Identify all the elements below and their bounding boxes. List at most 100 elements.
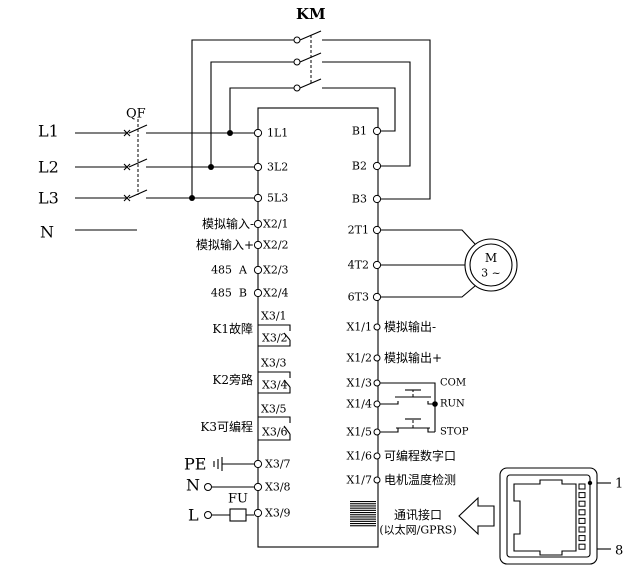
k1-fault-label: K1故障 [212, 321, 253, 336]
terminal-4t2 [372, 260, 382, 270]
rj45-pin [578, 517, 586, 524]
analog-input-plus-label: 模拟输入+ [196, 237, 254, 252]
port-stripe [350, 509, 376, 511]
terminal-x1-2 [373, 354, 381, 362]
pin-1-label: 1 [615, 477, 623, 492]
arrow-left-icon [458, 496, 495, 536]
rs485-a-label: 485 A [211, 264, 248, 277]
motor-phase: 3 ~ [481, 267, 501, 280]
junction-dot [227, 130, 233, 136]
port-stripe [350, 514, 376, 516]
rs485-b-label: 485 B [211, 287, 247, 300]
rj45-pin [578, 526, 586, 533]
terminal-x1-5 [373, 428, 381, 436]
terminal-x1-1 [373, 323, 381, 331]
km-contact-pivot [293, 58, 301, 66]
analog-output-plus-label: 模拟输出+ [384, 350, 442, 365]
k1-relay-contact [258, 324, 291, 347]
terminal-label: 1L1 [267, 127, 288, 140]
terminal-x1-6 [373, 452, 381, 460]
terminal-label: X3/7 [265, 458, 291, 471]
analog-output-minus-label: 模拟输出- [384, 319, 436, 334]
supply-label-n: N [40, 223, 54, 242]
terminal-label: X2/1 [263, 218, 289, 231]
motor-symbol: M [485, 251, 497, 265]
pin-8-label: 8 [615, 544, 623, 559]
km-l3-input-wire [191, 39, 294, 198]
supply-label-l1: L1 [38, 122, 59, 141]
motor-temperature-label: 电机温度检测 [384, 472, 456, 487]
terminal-label: X1/7 [346, 474, 372, 487]
terminal-label: X3/1 [261, 310, 287, 323]
contactor-label: KM [296, 5, 326, 23]
port-stripe [350, 505, 376, 507]
terminal-1l1 [253, 128, 263, 138]
programmable-digital-label: 可编程数字口 [384, 448, 456, 463]
junction-dot [208, 164, 214, 170]
rj45-connector-icon [499, 467, 598, 565]
port-stripe [350, 503, 376, 505]
terminal-label: 4T2 [348, 259, 369, 272]
terminal-x3-7 [253, 459, 263, 469]
communication-port-icon [350, 501, 376, 527]
fuse-label: FU [228, 492, 248, 507]
terminal-label: X3/2 [262, 332, 288, 345]
km-l1-input-wire [229, 87, 294, 133]
run-wire [380, 401, 436, 432]
aux-l-terminal [204, 511, 212, 519]
terminal-x3-9 [253, 508, 263, 518]
km-b2-output-wire [322, 61, 411, 167]
motor-wire-u [381, 229, 476, 245]
terminal-3l2 [253, 162, 263, 172]
terminal-label: X1/6 [346, 450, 372, 463]
terminal-x2-4 [253, 288, 263, 298]
k2-relay-contact [258, 371, 291, 394]
terminal-x2-2 [253, 240, 263, 250]
com-wire [380, 382, 436, 404]
supply-label-l3: L3 [38, 189, 59, 208]
junction-dot [189, 195, 195, 201]
right-terminal-circles [372, 126, 382, 484]
qf-trip-mark [123, 163, 131, 171]
ground-icon [213, 457, 254, 471]
terminal-label: X1/2 [346, 352, 372, 365]
rj45-inner-frame [506, 474, 591, 558]
left-terminal-circles [253, 128, 263, 518]
terminal-label: X1/1 [346, 321, 372, 334]
km-b3-output-wire [322, 39, 431, 200]
km-contact-blade [299, 78, 322, 89]
km-contact-pivot [293, 36, 301, 44]
rj45-pin [578, 483, 586, 490]
km-l2-input-wire [210, 61, 294, 167]
rj45-pin [578, 492, 586, 499]
rj45-pin [578, 535, 586, 542]
km-b1-output-wire [322, 87, 396, 132]
terminal-label: B2 [352, 160, 367, 173]
port-stripe [350, 520, 376, 522]
stop-label: STOP [440, 427, 469, 438]
aux-n-label: N [186, 476, 200, 495]
rj45-pin [578, 543, 586, 550]
terminal-x2-1 [253, 219, 263, 229]
terminal-5l3 [253, 193, 263, 203]
comm-title: 通讯接口 [394, 507, 442, 522]
run-label: RUN [440, 399, 465, 410]
motor-outer-circle [464, 238, 518, 292]
k3-programmable-label: K3可编程 [200, 419, 253, 434]
k3-relay-contact [258, 416, 291, 441]
k2-bypass-label: K2旁路 [212, 372, 253, 387]
terminal-b3 [372, 194, 382, 204]
terminal-x3-8 [253, 482, 263, 492]
km-contact-pivot [293, 84, 301, 92]
terminal-label: 2T1 [348, 224, 369, 237]
terminal-label: X3/9 [265, 507, 291, 520]
fuse-icon [229, 508, 247, 522]
terminal-label: X3/6 [262, 426, 288, 439]
pin-1-marker [587, 480, 593, 486]
terminal-label: B1 [352, 125, 367, 138]
terminal-6t3 [372, 292, 382, 302]
terminal-label: X2/2 [263, 239, 289, 252]
contactor-km [191, 30, 431, 200]
rj45-pin [578, 500, 586, 507]
port-stripe [350, 518, 376, 520]
